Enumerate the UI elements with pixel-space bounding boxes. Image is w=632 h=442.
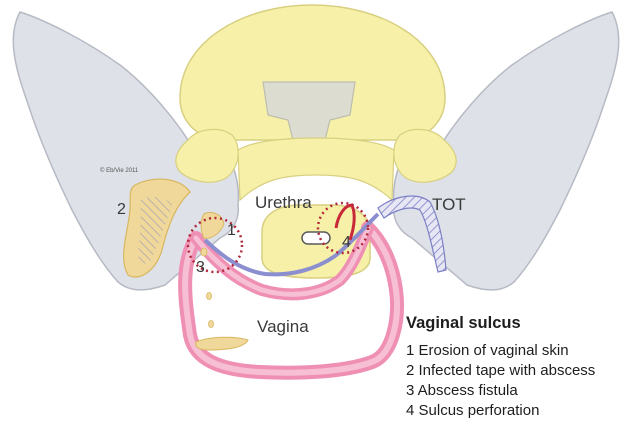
- fistula-drop-2: [207, 293, 212, 300]
- legend-list: 1 Erosion of vaginal skin 2 Infected tap…: [406, 341, 628, 421]
- marker-2: 2: [117, 201, 126, 218]
- fistula-drop-3: [209, 321, 214, 328]
- legend-item: 4 Sulcus perforation: [406, 401, 628, 421]
- legend-item: 1 Erosion of vaginal skin: [406, 341, 628, 361]
- urethra-lumen: [302, 232, 330, 244]
- vagina-label: Vagina: [257, 317, 309, 336]
- legend-item: 3 Abscess fistula: [406, 381, 628, 401]
- discharge: [196, 337, 248, 350]
- fistula-drop-1: [201, 248, 207, 256]
- pubic-area: [238, 138, 394, 200]
- legend: Vaginal sulcus 1 Erosion of vaginal skin…: [406, 313, 628, 421]
- legend-item: 2 Infected tape with abscess: [406, 361, 628, 381]
- marker-4: 4: [342, 234, 351, 251]
- legend-title: Vaginal sulcus: [406, 313, 628, 333]
- copyright-label: © Eb/Vie 2011: [100, 167, 139, 174]
- marker-3: 3: [196, 259, 205, 276]
- urethra-label: Urethra: [255, 193, 312, 212]
- marker-1: 1: [227, 222, 236, 239]
- tot-label: TOT: [432, 195, 466, 214]
